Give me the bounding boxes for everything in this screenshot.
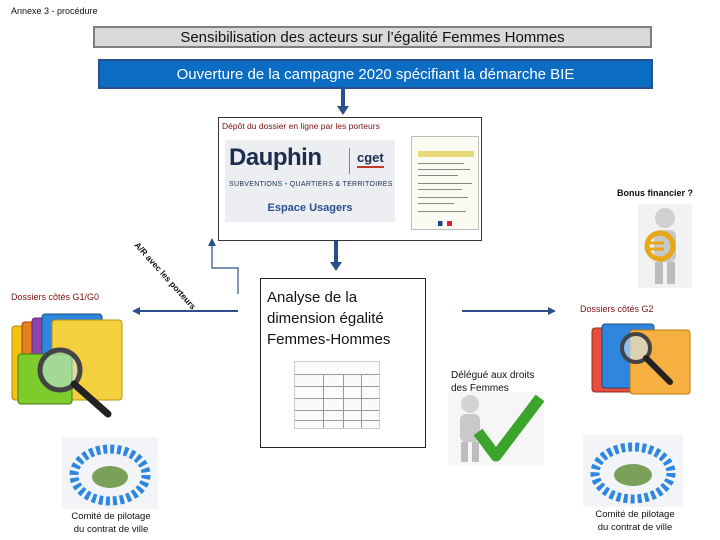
grid-col-line	[361, 374, 362, 428]
grid-col-line	[323, 374, 324, 428]
analysis-grid-thumbnail	[294, 361, 380, 429]
person-leg	[472, 442, 479, 462]
grid-row-line	[295, 374, 379, 375]
right-comite-line-2: du contrat de ville	[597, 522, 673, 533]
magnifier-handle	[70, 380, 112, 418]
left-comite-line-2: du contrat de ville	[73, 524, 149, 535]
form-line	[418, 163, 464, 164]
money-pile	[92, 466, 128, 488]
delegue-line-2: des Femmes	[451, 383, 509, 394]
awareness-banner-text: Sensibilisation des acteurs sur l’égalit…	[180, 28, 565, 46]
analysis-box: Analyse de la dimension égalité Femmes-H…	[260, 278, 426, 448]
bonus-label: Bonus financier ?	[617, 188, 694, 198]
right-comite-line-1: Comité de pilotage	[595, 509, 675, 520]
cget-logo-text: cget	[357, 150, 384, 168]
person-leg	[461, 442, 468, 462]
online-submission-title: Dépôt du dossier en ligne par les porteu…	[222, 121, 380, 131]
person-leg	[667, 262, 675, 284]
magnifier-handle	[643, 355, 673, 385]
form-line	[418, 197, 468, 198]
form-line	[418, 211, 466, 212]
return-loop-arrow	[208, 238, 239, 294]
tagline-part-2: QUARTIERS & TERRITOIRES	[289, 181, 393, 188]
people-circle	[69, 444, 151, 506]
grid-row-line	[295, 420, 379, 421]
analysis-title-line-3: Femmes-Hommes	[267, 331, 391, 348]
arrow-to-right-branch	[462, 307, 556, 315]
arrow-right-head	[548, 307, 556, 315]
checkmark-icon	[473, 394, 544, 462]
campaign-banner-text: Ouverture de la campagne 2020 spécifiant…	[176, 65, 575, 83]
form-line	[418, 203, 454, 204]
grid-row-line	[295, 398, 379, 399]
colored-folders-icon	[11, 313, 123, 418]
form-line	[418, 189, 462, 190]
grid-row-line	[295, 410, 379, 411]
left-branch-label: Dossiers côtés G1/G0	[11, 292, 100, 302]
magnifier-lens	[37, 347, 83, 393]
euro-symbol-icon	[644, 230, 676, 262]
right-branch-label: Dossiers côtés G2	[580, 304, 654, 314]
annexe-label: Annexe 3 - procédure	[11, 6, 98, 16]
espace-usagers-text: Espace Usagers	[267, 202, 353, 214]
form-line	[418, 183, 472, 184]
arrow-campaign-to-depot-shaft	[341, 89, 345, 107]
application-form-thumbnail	[411, 136, 479, 230]
left-comite-line-1: Comité de pilotage	[71, 511, 151, 522]
return-loop-line	[211, 244, 239, 294]
campaign-banner: Ouverture de la campagne 2020 spécifiant…	[98, 59, 653, 89]
magnifier-lens	[620, 332, 652, 364]
delegue-label: Délégué aux droits des Femmes	[451, 369, 561, 395]
grid-row-line	[295, 386, 379, 387]
people-circle	[590, 442, 676, 504]
analysis-title-line-1: Analyse de la	[267, 289, 358, 306]
form-line	[418, 175, 458, 176]
person-checkmark-icon	[448, 392, 544, 466]
person-leg	[655, 262, 663, 284]
euro-person-icon	[638, 204, 692, 288]
tagline-dot: •	[284, 181, 288, 188]
steering-committee-icon-left	[62, 437, 158, 509]
republic-flag-icon	[438, 221, 452, 226]
dauphin-logo: Dauphin cget SUBVENTIONS • QUARTIERS & T…	[225, 140, 395, 222]
ar-porteurs-label: A/R avec les porteurs	[132, 240, 199, 312]
form-header-bar	[418, 151, 474, 157]
delegue-line-1: Délégué aux droits	[451, 370, 535, 381]
arrow-depot-to-analyse-shaft	[334, 241, 338, 262]
arrow-depot-to-analyse-head	[330, 262, 342, 271]
arrow-left-head	[132, 307, 140, 315]
logo-separator	[349, 148, 350, 174]
awareness-banner: Sensibilisation des acteurs sur l’égalit…	[93, 26, 652, 48]
arrow-campaign-to-depot-head	[337, 106, 349, 115]
arrow-to-left-branch	[132, 307, 238, 315]
person-head	[461, 395, 479, 413]
online-submission-box: Dépôt du dossier en ligne par les porteu…	[218, 117, 482, 241]
steering-committee-icon-right	[583, 435, 683, 507]
form-line	[418, 169, 470, 170]
right-comite-label: Comité de pilotage du contrat de ville	[580, 508, 690, 534]
grid-col-line	[343, 374, 344, 428]
dauphin-logo-text: Dauphin	[229, 144, 322, 171]
dauphin-tagline: SUBVENTIONS • QUARTIERS & TERRITOIRES	[229, 181, 393, 188]
folders-magnifier-icon	[591, 323, 691, 395]
analysis-title-line-2: dimension égalité	[267, 310, 384, 327]
analysis-title: Analyse de la dimension égalité Femmes-H…	[267, 287, 390, 350]
person-head	[655, 208, 675, 228]
left-comite-label: Comité de pilotage du contrat de ville	[56, 510, 166, 536]
money-pile	[614, 464, 652, 486]
return-loop-head	[208, 238, 216, 246]
tagline-part-1: SUBVENTIONS	[229, 181, 283, 188]
